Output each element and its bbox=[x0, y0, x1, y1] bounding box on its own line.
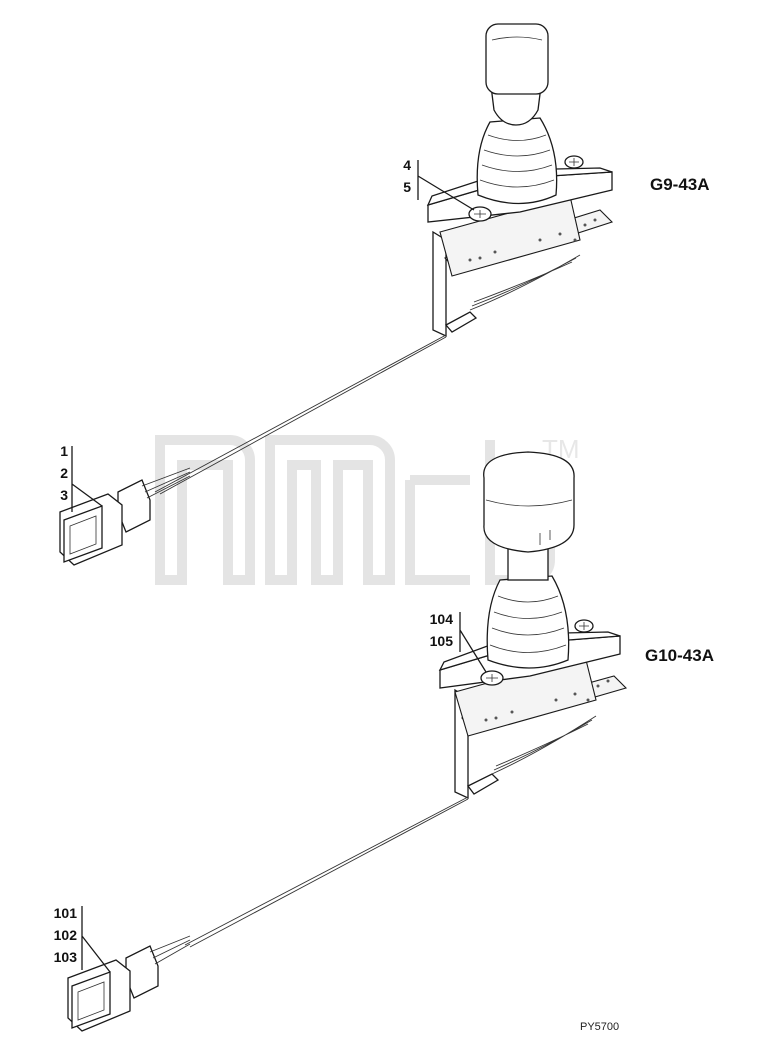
callout-4: 4 bbox=[403, 157, 411, 173]
callout-105: 105 bbox=[430, 633, 454, 649]
joystick-assembly-upper bbox=[59, 23, 614, 566]
bracket-foot bbox=[444, 311, 478, 333]
connector-plug-lower bbox=[67, 935, 191, 1032]
rubber-boot bbox=[486, 575, 570, 669]
assembly-code-lower: G10-43A bbox=[645, 646, 714, 665]
callout-5: 5 bbox=[403, 179, 411, 195]
callout-104: 104 bbox=[430, 611, 454, 627]
leader-connector-lower bbox=[81, 906, 111, 973]
assembly-code-upper: G9-43A bbox=[650, 175, 710, 194]
callout-1: 1 bbox=[60, 443, 68, 459]
leader-connector-upper bbox=[71, 446, 103, 512]
joystick-assembly-lower bbox=[67, 451, 628, 1032]
board-components bbox=[484, 679, 610, 722]
callout-102: 102 bbox=[54, 927, 78, 943]
joystick-handle bbox=[485, 23, 549, 95]
bracket-foot bbox=[467, 773, 500, 795]
leader-screw-upper bbox=[417, 160, 475, 211]
joystick-knob bbox=[483, 451, 575, 553]
handle-shaft bbox=[507, 547, 549, 581]
connector-plug-upper bbox=[59, 467, 191, 566]
callout-103: 103 bbox=[54, 949, 78, 965]
callout-2: 2 bbox=[60, 465, 68, 481]
rubber-boot bbox=[476, 117, 558, 205]
callout-3: 3 bbox=[60, 487, 68, 503]
leader-screw-lower bbox=[459, 612, 487, 673]
drawing-reference: PY5700 bbox=[580, 1021, 619, 1033]
callout-101: 101 bbox=[54, 905, 78, 921]
board-components bbox=[468, 218, 597, 262]
